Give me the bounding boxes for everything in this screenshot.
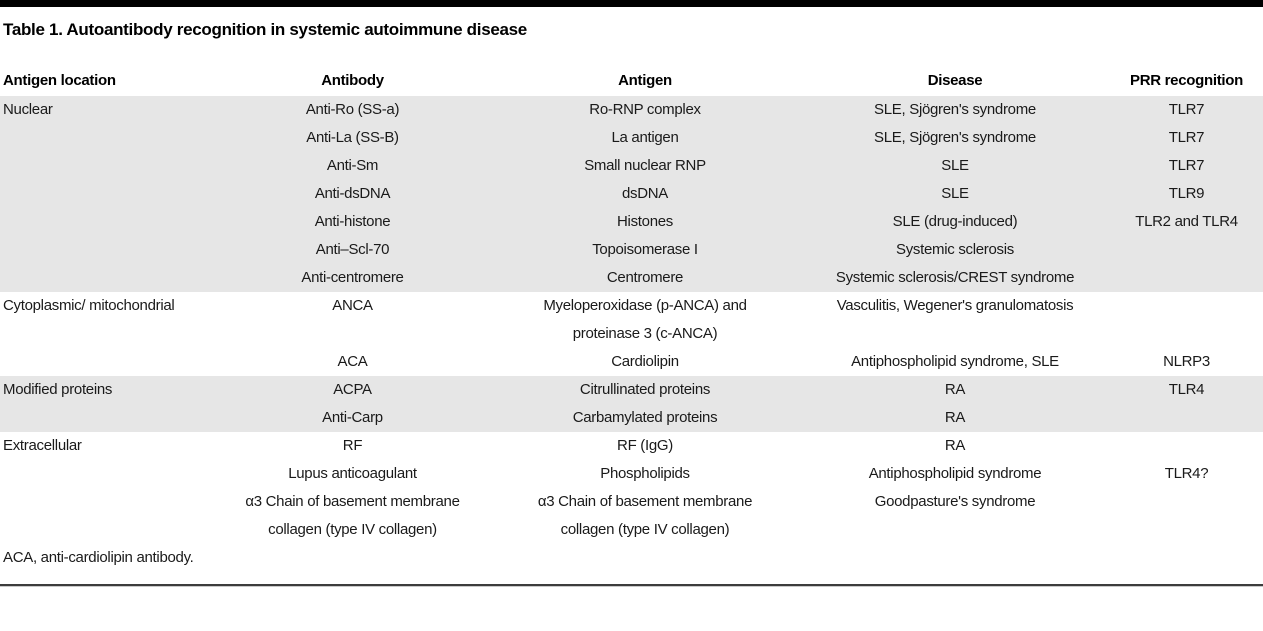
autoantibody-table: Antigen location Antibody Antigen Diseas… — [0, 66, 1263, 544]
cell-antigen-location — [0, 348, 215, 376]
column-header-antigen: Antigen — [618, 72, 672, 89]
table-body: Nuclear Anti-Ro (SS-a) Ro-RNP complex SL… — [0, 96, 1263, 544]
cell-antibody: ANCA — [332, 297, 373, 314]
cell-prr — [1110, 264, 1263, 292]
cell-prr: TLR4 — [1168, 381, 1205, 398]
cell-antigen-location — [0, 152, 215, 180]
table-row: Modified proteins ACPA Citrullinated pro… — [0, 376, 1263, 404]
cell-antibody: Anti-Sm — [326, 157, 379, 174]
table-row: Anti-histone Histones SLE (drug-induced)… — [0, 208, 1263, 236]
cell-antigen-location — [0, 124, 215, 152]
cell-antigen-location — [0, 488, 215, 544]
cell-prr: TLR9 — [1168, 185, 1205, 202]
cell-antigen: Histones — [617, 213, 673, 230]
table-top-rule — [0, 0, 1263, 7]
table-row: α3 Chain of basement membrane collagen (… — [0, 488, 1263, 544]
cell-antibody: ACPA — [333, 381, 372, 398]
cell-disease: Systemic sclerosis — [896, 241, 1014, 258]
cell-prr: TLR7 — [1168, 129, 1205, 146]
cell-disease: Goodpasture's syndrome — [874, 493, 1036, 510]
cell-disease: RA — [944, 409, 966, 426]
cell-prr: TLR7 — [1168, 101, 1205, 118]
cell-prr: TLR7 — [1168, 157, 1205, 174]
table-bottom-rule — [0, 584, 1263, 587]
table-row: Lupus anticoagulant Phospholipids Antiph… — [0, 460, 1263, 488]
cell-antigen-location — [0, 460, 215, 488]
cell-antigen: Myeloperoxidase (p-ANCA) and proteinase … — [543, 297, 747, 342]
cell-disease: RA — [944, 381, 966, 398]
cell-antibody: Anti-dsDNA — [314, 185, 391, 202]
cell-antigen-location — [0, 264, 215, 292]
cell-disease: SLE — [941, 157, 969, 174]
cell-antibody: α3 Chain of basement membrane collagen (… — [245, 493, 460, 538]
table-row: Anti-La (SS-B) La antigen SLE, Sjögren's… — [0, 124, 1263, 152]
cell-antigen-location — [0, 404, 215, 432]
cell-antigen-location: Cytoplasmic/ mitochondrial — [3, 297, 175, 314]
cell-disease: Antiphospholipid syndrome, SLE — [851, 353, 1059, 370]
cell-prr: TLR4? — [1164, 465, 1209, 482]
cell-prr — [1110, 404, 1263, 432]
cell-antigen: Carbamylated proteins — [572, 409, 718, 426]
cell-disease: Antiphospholipid syndrome — [868, 465, 1042, 482]
cell-antigen: Ro-RNP complex — [589, 101, 701, 118]
column-header-antibody: Antibody — [321, 72, 384, 89]
cell-antigen: Phospholipids — [600, 465, 690, 482]
table-row: Nuclear Anti-Ro (SS-a) Ro-RNP complex SL… — [0, 96, 1263, 124]
cell-prr — [1110, 432, 1263, 460]
cell-antigen: RF (IgG) — [617, 437, 673, 454]
table-row: Anti–Scl-70 Topoisomerase I Systemic scl… — [0, 236, 1263, 264]
cell-antibody: ACA — [337, 353, 368, 370]
cell-disease: Vasculitis, Wegener's granulomatosis — [836, 297, 1074, 314]
cell-disease: SLE — [941, 185, 969, 202]
cell-prr — [1110, 292, 1263, 348]
cell-antigen: Cardiolipin — [611, 353, 679, 370]
cell-antigen: La antigen — [611, 129, 679, 146]
cell-disease: Systemic sclerosis/CREST syndrome — [835, 269, 1075, 286]
table-row: ACA Cardiolipin Antiphospholipid syndrom… — [0, 348, 1263, 376]
column-header-antigen-location: Antigen location — [3, 72, 116, 89]
cell-antigen: Topoisomerase I — [592, 241, 698, 258]
cell-antigen-location: Extracellular — [3, 437, 82, 454]
table-row: Extracellular RF RF (IgG) RA — [0, 432, 1263, 460]
cell-antigen: Citrullinated proteins — [579, 381, 711, 398]
table-title: Table 1. Autoantibody recognition in sys… — [3, 20, 527, 39]
cell-antigen-location — [0, 236, 215, 264]
table-row: Anti-Sm Small nuclear RNP SLE TLR7 — [0, 152, 1263, 180]
cell-antibody: Anti-Ro (SS-a) — [305, 101, 400, 118]
cell-disease: RA — [944, 437, 966, 454]
cell-antigen-location: Nuclear — [3, 101, 53, 118]
cell-disease: SLE (drug-induced) — [892, 213, 1018, 230]
cell-antigen: Centromere — [606, 269, 684, 286]
cell-antibody: Anti-centromere — [301, 269, 404, 286]
cell-antigen: Small nuclear RNP — [584, 157, 706, 174]
cell-antibody: Anti–Scl-70 — [315, 241, 390, 258]
cell-antibody: RF — [342, 437, 363, 454]
cell-antigen-location — [0, 180, 215, 208]
cell-antibody: Lupus anticoagulant — [288, 465, 417, 482]
column-header-prr-recognition: PRR recognition — [1129, 72, 1243, 89]
column-header-disease: Disease — [927, 72, 983, 89]
cell-antigen: α3 Chain of basement membrane collagen (… — [537, 493, 753, 538]
table-row: Anti-Carp Carbamylated proteins RA — [0, 404, 1263, 432]
cell-antibody: Anti-La (SS-B) — [306, 129, 399, 146]
table-header-row: Antigen location Antibody Antigen Diseas… — [0, 66, 1263, 96]
cell-prr: NLRP3 — [1163, 353, 1210, 370]
table-footnote: ACA, anti-cardiolipin antibody. — [3, 549, 194, 566]
cell-disease: SLE, Sjögren's syndrome — [874, 101, 1036, 118]
cell-antibody: Anti-histone — [314, 213, 391, 230]
cell-antigen-location: Modified proteins — [3, 381, 113, 398]
table-row: Cytoplasmic/ mitochondrial ANCA Myeloper… — [0, 292, 1263, 348]
table-row: Anti-centromere Centromere Systemic scle… — [0, 264, 1263, 292]
table-row: Anti-dsDNA dsDNA SLE TLR9 — [0, 180, 1263, 208]
cell-disease: SLE, Sjögren's syndrome — [874, 129, 1036, 146]
cell-antigen: dsDNA — [621, 185, 668, 202]
cell-prr — [1110, 236, 1263, 264]
cell-antibody: Anti-Carp — [322, 409, 383, 426]
cell-prr — [1110, 488, 1263, 544]
cell-prr: TLR2 and TLR4 — [1135, 213, 1238, 230]
cell-antigen-location — [0, 208, 215, 236]
